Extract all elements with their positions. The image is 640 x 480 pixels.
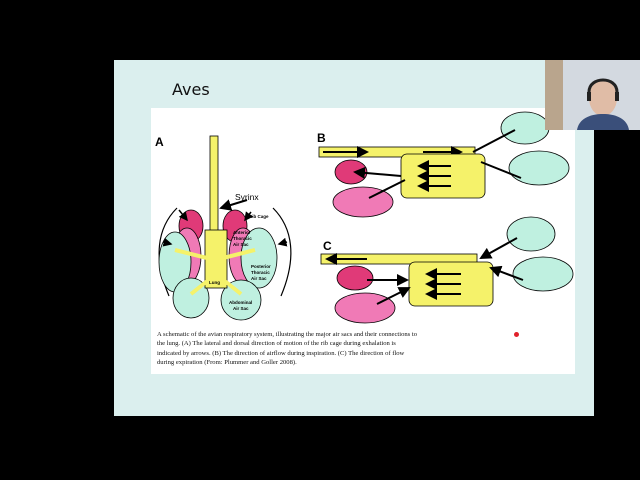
figure-caption: A schematic of the avian respiratory sys… xyxy=(157,330,417,368)
c-line-posterior xyxy=(481,238,517,258)
laser-pointer xyxy=(514,332,519,337)
c-clavicular-sac xyxy=(337,266,373,290)
lung-label: Lung xyxy=(209,280,220,285)
b-abdominal-sac xyxy=(509,151,569,185)
abdominal-label-1: Abdominal xyxy=(229,300,252,305)
syrinx-label: Syrinx xyxy=(235,192,259,202)
c-abdominal-sac xyxy=(513,257,573,291)
panel-a-label: A xyxy=(155,135,164,149)
posterior-thoracic-label-1: Posterior xyxy=(251,264,271,269)
c-anterior-sac xyxy=(335,293,395,323)
b-line-posterior xyxy=(473,130,515,152)
person-video-feed-icon xyxy=(545,60,640,130)
rib-arrow-3 xyxy=(279,242,287,244)
anterior-thoracic-label-3: Air Sac xyxy=(233,242,249,247)
trachea xyxy=(210,136,218,246)
b-posterior-sac xyxy=(501,112,549,144)
abdominal-label-2: Air Sac xyxy=(233,306,249,311)
anterior-thoracic-label-1: Anterior xyxy=(233,230,251,235)
panel-c-label: C xyxy=(323,239,332,253)
respiratory-figure: A Syr xyxy=(151,108,575,374)
presentation-slide: Aves A xyxy=(114,60,594,416)
posterior-thoracic-label-3: Air Sac xyxy=(251,276,267,281)
anterior-thoracic-label-2: Thoracic xyxy=(233,236,252,241)
c-posterior-sac xyxy=(507,217,555,251)
webcam-feed xyxy=(545,60,640,130)
slide-title: Aves xyxy=(172,80,210,99)
posterior-thoracic-label-2: Thoracic xyxy=(251,270,270,275)
panel-b-label: B xyxy=(317,131,326,145)
rib-cage-label: Rib Cage xyxy=(249,214,269,219)
